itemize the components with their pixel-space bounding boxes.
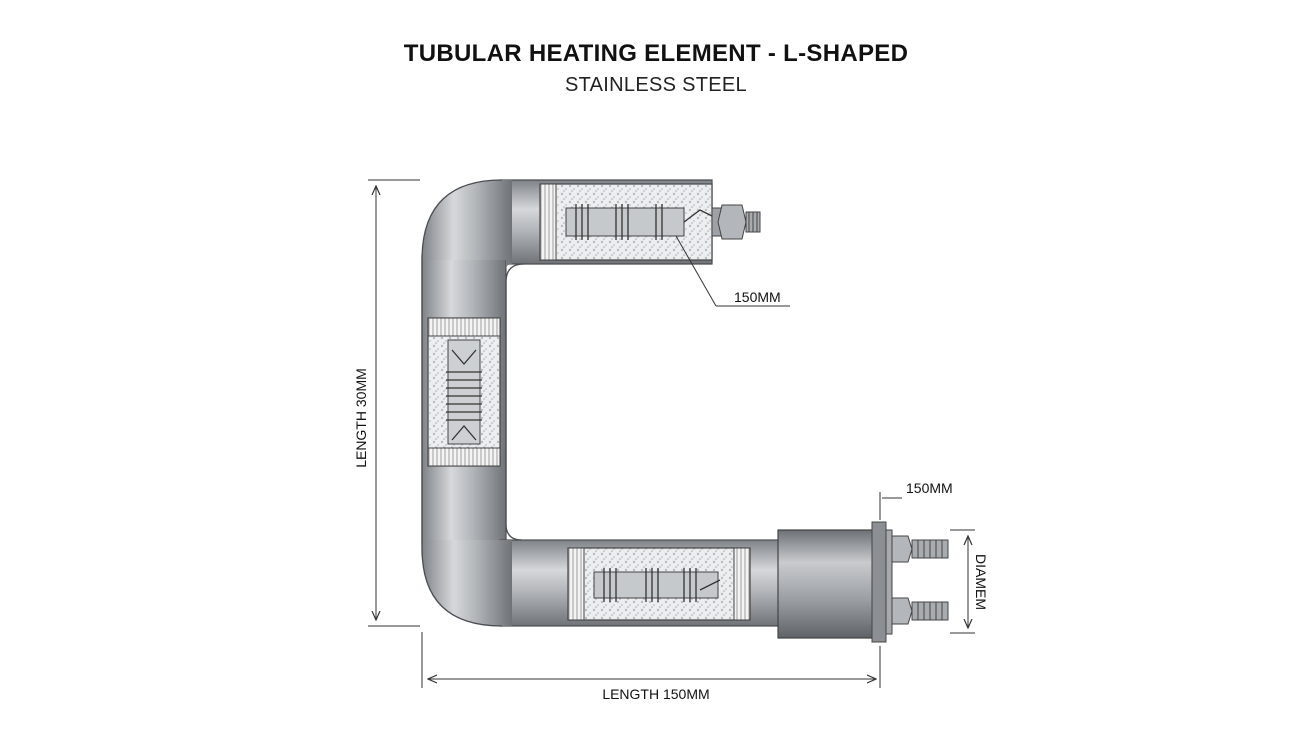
- top-callout-label: 150MM: [734, 289, 781, 305]
- top-bend-outer: [421, 179, 503, 261]
- vertical-length-label: LENGTH 30MM: [353, 368, 369, 468]
- top-cutaway: [539, 183, 761, 261]
- diameter-label: DIAMEM: [973, 554, 989, 610]
- page-title: TUBULAR HEATING ELEMENT - L-SHAPED: [403, 40, 909, 67]
- horizontal-length-label: LENGTH 150MM: [602, 686, 709, 702]
- top-bend-inner: [505, 263, 525, 283]
- terminal-housing: [777, 521, 949, 643]
- bottom-cutaway: [567, 547, 751, 621]
- dimension-lines: [368, 179, 975, 688]
- bottom-bend-inner: [505, 523, 523, 541]
- bottom-bend-outer: [421, 547, 503, 627]
- vertical-cutaway: [427, 317, 501, 467]
- page-subtitle: STAINLESS STEEL: [565, 74, 747, 96]
- bottom-callout-label: 150MM: [906, 480, 953, 496]
